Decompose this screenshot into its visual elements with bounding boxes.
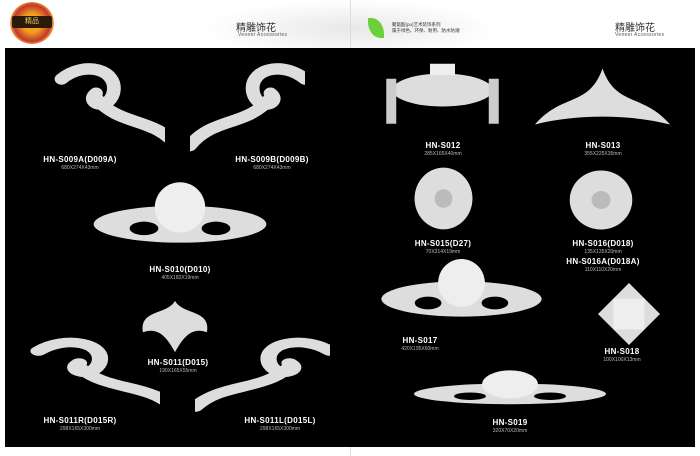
product-dimensions: 355X225X35mm [584, 151, 622, 157]
right-page-subtitle: Veneer Accessories [615, 32, 665, 38]
product-dimensions: 298X165X300mm [259, 426, 301, 432]
series-line-2: 属于绿色、环保、耐用、防水防潮 [392, 28, 460, 33]
brand-logo: 精品 [10, 2, 54, 44]
product-dimensions: 405X182X19mm [161, 275, 199, 281]
product-code: HN-S009B(D009B) [235, 155, 309, 164]
product-dimensions: 110X110X20mm [584, 267, 622, 273]
product-dimensions: 190X165X55mm [159, 368, 197, 374]
ornament-image [414, 167, 473, 230]
product-code: HN-S018 [604, 347, 640, 356]
product-code: HN-S019 [492, 418, 528, 427]
product-code: HN-S010(D010) [149, 265, 211, 274]
ornament-image [93, 182, 267, 243]
product-code: HN-S016(D018) [572, 239, 634, 248]
ornament-image [142, 300, 208, 353]
product-code: HN-S009A(D009A) [43, 155, 117, 164]
ornament-image [381, 259, 542, 317]
product-code: HN-S011R(D015R) [43, 416, 117, 425]
product-dimensions: 135X135X20mm [584, 249, 622, 255]
ornament-image [386, 63, 499, 124]
product-dimensions: 298X165X300mm [59, 426, 101, 432]
product-code: HN-S015(D27) [414, 239, 472, 248]
product-dimensions: 320X70X20mm [492, 428, 528, 434]
product-dimensions: 680X274X43mm [253, 165, 291, 171]
product-code: HN-S013 [585, 141, 621, 150]
ornament-image [569, 170, 633, 230]
product-code: HN-S011(D015) [147, 358, 209, 367]
product-dimensions: 100X100X13mm [603, 357, 641, 363]
ornament-image [414, 370, 606, 405]
product-dimensions: 285X165X40mm [424, 151, 462, 157]
ornament-image [54, 63, 165, 143]
leaf-icon [368, 18, 384, 38]
logo-text: 精品 [12, 16, 52, 28]
series-line-1: 聚氨酯(pu)艺术装饰系列 [392, 22, 441, 27]
series-description: 聚氨酯(pu)艺术装饰系列属于绿色、环保、耐用、防水防潮 [392, 22, 460, 34]
right-page-title: 精雕饰花 [615, 23, 655, 34]
ornament-image [190, 63, 305, 152]
left-page-title: 精雕饰花 [236, 23, 276, 34]
left-page-subtitle: Veneer Accessories [238, 32, 288, 38]
product-code: HN-S012 [425, 141, 461, 150]
product-code: HN-S016A(D018A) [566, 257, 640, 266]
ornament-image [535, 68, 670, 125]
product-code: HN-S017 [402, 336, 438, 345]
product-dimensions: 420X195X60mm [401, 346, 439, 352]
product-code: HN-S011L(D015L) [244, 416, 316, 425]
product-dimensions: 70X314X19mm [425, 249, 461, 255]
product-dimensions: 680X274X43mm [61, 165, 99, 171]
ornament-image [30, 337, 160, 405]
ornament-image [195, 337, 330, 412]
ornament-image [598, 283, 660, 345]
